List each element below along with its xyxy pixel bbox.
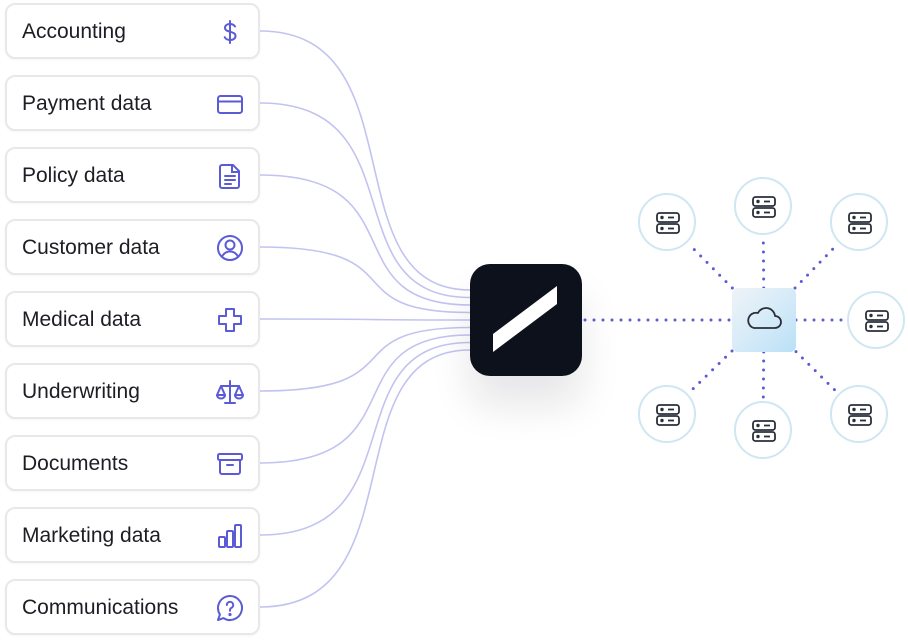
server-icon [656, 212, 680, 234]
source-card-label: Customer data [22, 236, 160, 259]
server-icon [865, 310, 889, 332]
server-node [734, 401, 792, 459]
server-node [847, 291, 905, 349]
document-icon [219, 164, 240, 189]
server-icon [752, 196, 776, 218]
server-icon [848, 212, 872, 234]
scales-icon [216, 380, 244, 404]
source-card-underwriting: Underwriting [5, 363, 260, 419]
cloud-server-dotted-link [688, 349, 734, 394]
source-card-label: Accounting [22, 20, 126, 43]
slash-logo-icon [493, 286, 557, 352]
archive-box-icon [217, 453, 243, 475]
source-card-customer-data: Customer data [5, 219, 260, 275]
credit-card-icon [217, 95, 243, 114]
source-card-policy-data: Policy data [5, 147, 260, 203]
hub-logo-tile [470, 264, 582, 376]
server-node [830, 193, 888, 251]
source-card-label: Documents [22, 452, 129, 475]
user-circle-icon [217, 235, 243, 261]
connector-curve [259, 30, 471, 291]
source-card-payment-data: Payment data [5, 75, 260, 131]
source-card-label: Underwriting [22, 380, 140, 403]
cloud-node [732, 288, 796, 352]
dollar-icon [223, 20, 237, 44]
source-card-label: Medical data [22, 308, 142, 331]
source-card-label: Policy data [22, 164, 125, 187]
connector-curve [259, 326, 471, 392]
server-icon [656, 404, 680, 426]
server-icon [848, 404, 872, 426]
source-card-marketing-data: Marketing data [5, 507, 260, 563]
cloud-icon [747, 307, 782, 329]
cloud-server-dotted-link [688, 243, 734, 290]
source-card-medical-data: Medical data [5, 291, 260, 347]
source-card-label: Marketing data [22, 524, 161, 547]
source-card-label: Payment data [22, 92, 152, 115]
connector-curve [259, 318, 471, 321]
connector-curve [259, 334, 471, 464]
bar-chart-icon [218, 524, 242, 548]
medical-cross-icon [218, 308, 242, 332]
connector-curve [259, 174, 471, 306]
cloud-server-dotted-link [793, 243, 839, 290]
source-card-label: Communications [22, 596, 179, 619]
source-card-communications: Communications [5, 579, 260, 635]
server-node [734, 177, 792, 235]
connector-curve [259, 341, 471, 536]
server-node [830, 385, 888, 443]
connector-curve [259, 102, 471, 299]
connector-curve [259, 349, 471, 608]
source-card-accounting: Accounting [5, 3, 260, 59]
source-card-documents: Documents [5, 435, 260, 491]
server-node [638, 193, 696, 251]
server-node [638, 385, 696, 443]
chat-question-icon [217, 594, 243, 621]
cloud-server-dotted-link [794, 350, 838, 393]
connector-curve [259, 246, 471, 314]
server-icon [752, 420, 776, 442]
